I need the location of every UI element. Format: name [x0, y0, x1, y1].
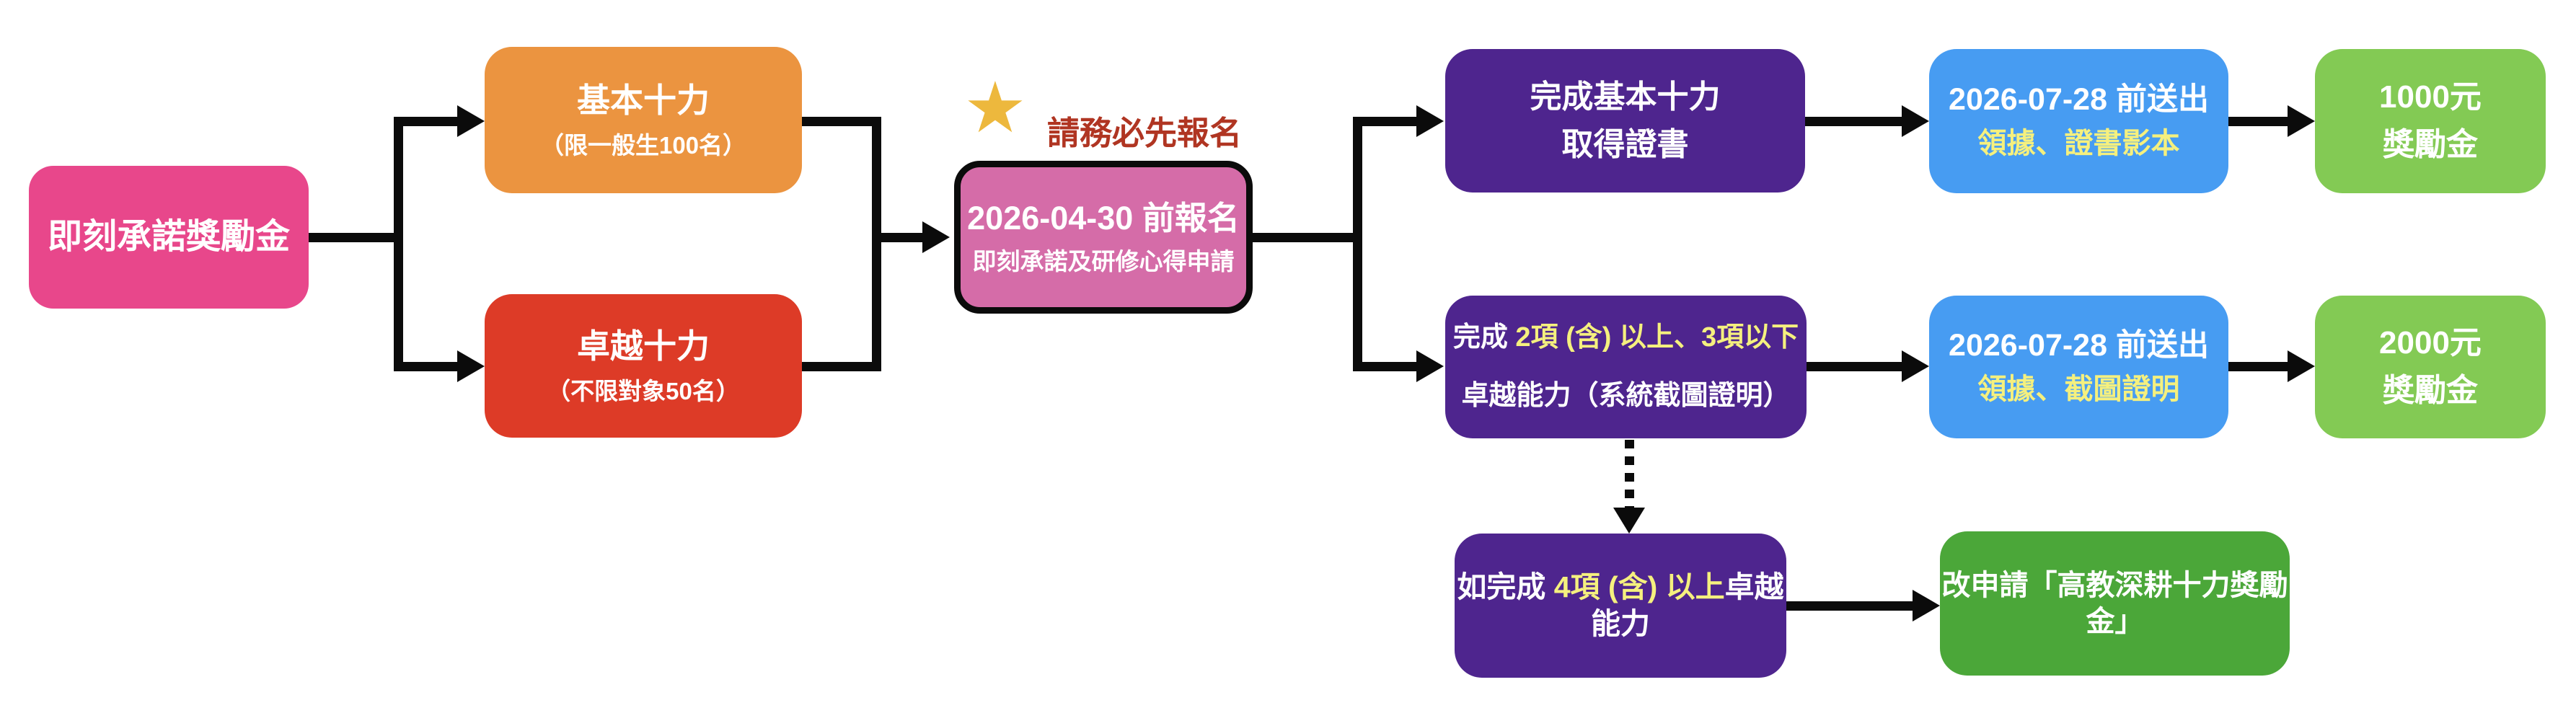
node-start: 即刻承諾獎勵金: [29, 166, 309, 309]
node-complete-excellent-line1-prefix: 完成: [1452, 322, 1516, 353]
arrow-right-icon: [1902, 350, 1929, 382]
node-complete-four-plus: 如完成 4項 (含) 以上卓越能力: [1455, 534, 1786, 678]
arrow-right-icon: [2288, 350, 2315, 382]
node-alt-reward-title: 改申請「高教深耕十力獎勵金」: [1941, 570, 2288, 637]
arrow-right-icon: [1416, 350, 1444, 382]
node-basic-ten: 基本十力 （限一般生100名）: [485, 47, 802, 193]
connector-line: [2228, 117, 2289, 126]
arrow-right-icon: [1902, 105, 1929, 137]
node-submit-basic-deadline: 2026-07-28 前送出: [1949, 82, 2209, 118]
dotted-connector: [1625, 440, 1634, 509]
arrow-right-icon: [1913, 590, 1940, 621]
node-complete-four-plus-highlight: 4項 (含) 以上: [1553, 570, 1725, 603]
arrow-right-icon: [922, 221, 950, 253]
node-reward-excellent-amount: 2000元: [2379, 325, 2482, 360]
node-reward-basic-label: 獎勵金: [2383, 127, 2478, 162]
arrow-right-icon: [1416, 105, 1444, 137]
node-excellent-ten-title: 卓越十力: [577, 327, 710, 366]
node-start-title: 即刻承諾獎勵金: [47, 218, 290, 256]
node-complete-four-plus-prefix: 如完成: [1457, 570, 1554, 603]
connector-line: [802, 362, 881, 371]
star-icon: ★: [963, 68, 1027, 147]
node-submit-excellent-deadline: 2026-07-28 前送出: [1949, 328, 2209, 363]
node-complete-excellent-line1-highlight: 2項 (含) 以上、3項以下: [1515, 322, 1799, 353]
register-first-warning: 請務必先報名: [1047, 115, 1243, 151]
node-complete-basic-line2: 取得證書: [1561, 126, 1689, 162]
node-reward-excellent-label: 獎勵金: [2383, 373, 2478, 408]
connector-line: [2228, 362, 2289, 371]
node-submit-excellent-documents: 領據、截圖證明: [1977, 373, 2180, 405]
node-submit-excellent: 2026-07-28 前送出 領據、截圖證明: [1929, 296, 2228, 438]
connector-line: [872, 233, 924, 242]
node-excellent-ten-subtitle: （不限對象50名）: [547, 377, 740, 404]
node-submit-basic-documents: 領據、證書影本: [1977, 127, 2180, 159]
node-complete-excellent: 完成 2項 (含) 以上、3項以下 卓越能力（系統截圖證明）: [1445, 296, 1807, 438]
connector-line: [1353, 117, 1418, 126]
connector-line: [802, 117, 881, 126]
node-complete-four-plus-suffix: 卓越能力: [1591, 570, 1784, 640]
node-reward-basic-amount: 1000元: [2379, 79, 2482, 115]
arrow-right-icon: [457, 105, 485, 137]
connector-line: [394, 362, 459, 371]
connector-line: [872, 117, 881, 371]
connector-line: [1805, 117, 1903, 126]
connector-line: [1807, 362, 1903, 371]
node-basic-ten-title: 基本十力: [577, 81, 710, 120]
node-complete-basic: 完成基本十力 取得證書: [1445, 49, 1805, 193]
connector-line: [1786, 601, 1914, 611]
connector-line: [394, 117, 403, 371]
node-register-deadline-detail: 即刻承諾及研修心得申請: [972, 247, 1235, 275]
node-alt-reward: 改申請「高教深耕十力獎勵金」: [1940, 531, 2290, 676]
connector-line: [1353, 117, 1362, 371]
connector-line: [1353, 362, 1418, 371]
node-excellent-ten: 卓越十力 （不限對象50名）: [485, 294, 802, 438]
node-complete-excellent-line2: 卓越能力（系統截圖證明）: [1461, 381, 1791, 411]
connector-line: [394, 117, 459, 126]
node-basic-ten-subtitle: （限一般生100名）: [539, 131, 747, 159]
connector-line: [1253, 233, 1362, 242]
node-complete-basic-line1: 完成基本十力: [1530, 79, 1721, 115]
arrow-right-icon: [457, 350, 485, 382]
node-reward-excellent: 2000元 獎勵金: [2315, 296, 2546, 438]
node-reward-basic: 1000元 獎勵金: [2315, 49, 2546, 193]
connector-line: [308, 233, 403, 242]
arrow-down-icon: [1613, 508, 1645, 534]
node-register-deadline: 2026-04-30 前報名 即刻承諾及研修心得申請: [954, 161, 1253, 314]
node-complete-four-plus-text: 如完成 4項 (含) 以上卓越能力: [1455, 569, 1786, 643]
node-complete-excellent-line1: 完成 2項 (含) 以上、3項以下: [1453, 321, 1799, 355]
arrow-right-icon: [2288, 105, 2315, 137]
node-submit-basic: 2026-07-28 前送出 領據、證書影本: [1929, 49, 2228, 193]
node-register-deadline-title: 2026-04-30 前報名: [967, 200, 1240, 237]
